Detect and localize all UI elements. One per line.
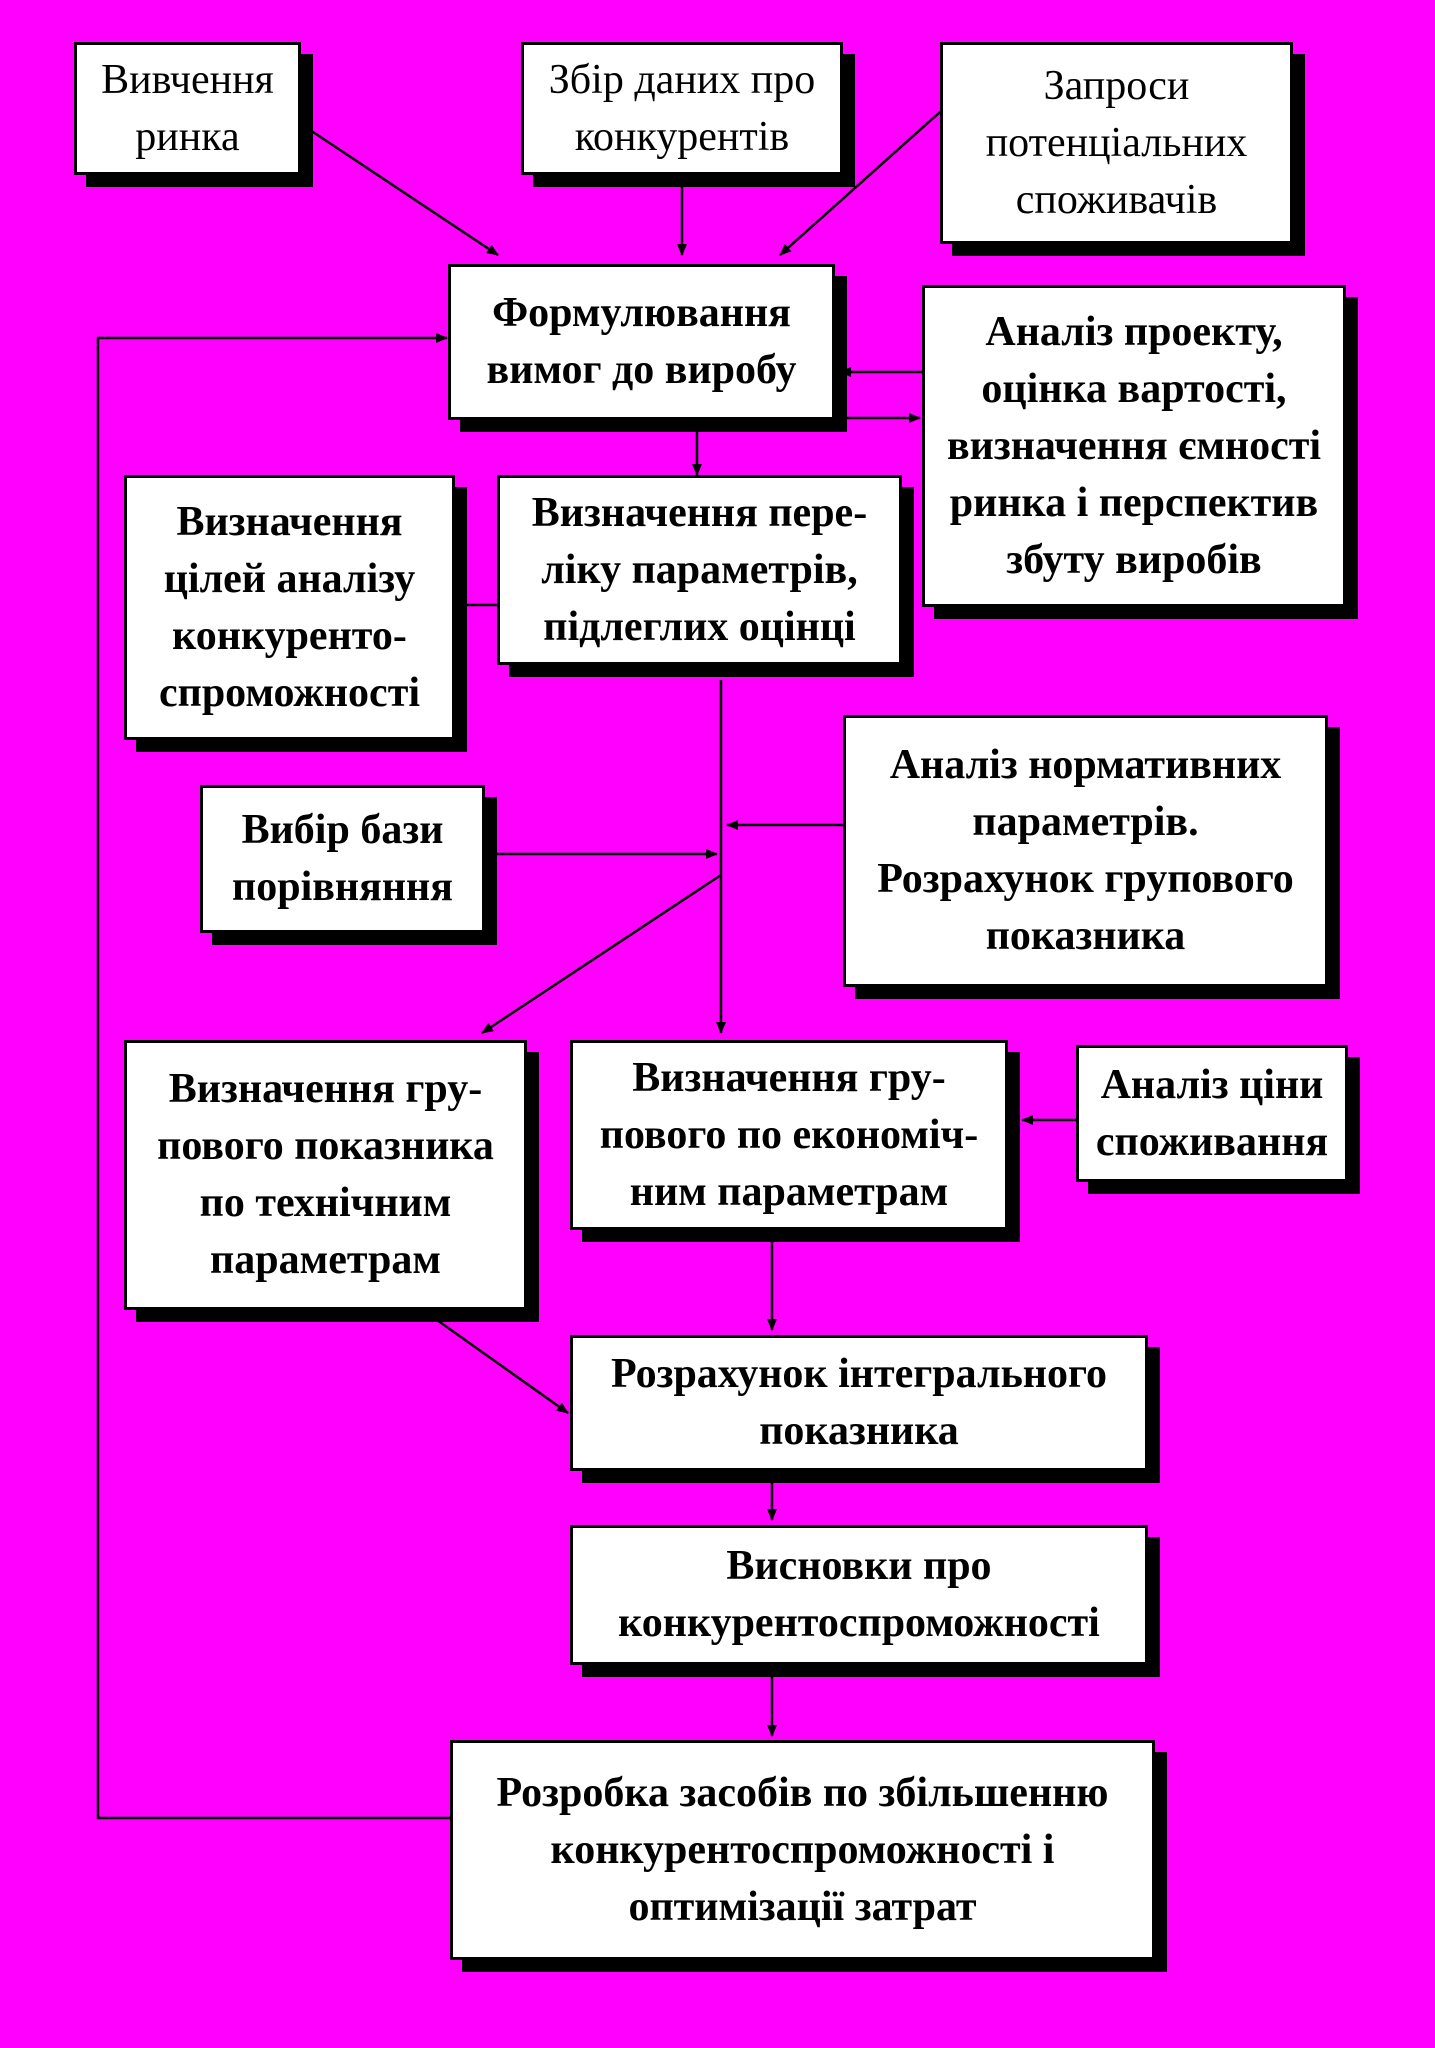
box-consumer-requests-text: Запроси потенціальних споживачів: [985, 62, 1248, 223]
box-comparison-base: Вибір бази порівняння: [200, 785, 485, 933]
box-price-analysis-text: Аналіз ціни споживання: [1095, 1061, 1329, 1165]
arrow-consumers-to-requirements: [779, 111, 941, 256]
box-analysis-goals: Визначення цілей аналізу конкуренто- спр…: [124, 475, 455, 740]
box-normative-analysis: Аналіз нормативних параметрів. Розрахуно…: [843, 715, 1328, 987]
box-conclusions: Висновки про конкурентоспроможності: [570, 1525, 1148, 1665]
box-economic-group-index-text: Визначення гру- пового по економіч- ним …: [599, 1054, 979, 1215]
box-economic-group-index: Визначення гру- пового по економіч- ним …: [570, 1040, 1008, 1230]
box-market-study-text: Вивчення ринка: [101, 56, 274, 160]
box-technical-group-index-text: Визначення гру- пового показника по техн…: [157, 1066, 494, 1283]
arrow-main-to-technical: [481, 873, 722, 1035]
box-integral-index: Розрахунок інтегрального показника: [570, 1335, 1148, 1471]
box-consumer-requests: Запроси потенціальних споживачів: [940, 42, 1293, 244]
box-analysis-goals-text: Визначення цілей аналізу конкуренто- спр…: [158, 498, 420, 716]
arrow-technical-to-integral: [436, 1318, 569, 1415]
box-development: Розробка засобів по збільшенню конкурент…: [450, 1740, 1155, 1960]
box-integral-index-text: Розрахунок інтегрального показника: [610, 1351, 1108, 1454]
box-competitor-data-text: Збір даних про конкурентів: [548, 56, 816, 160]
box-requirements: Формулювання вимог до виробу: [448, 264, 835, 420]
box-competitor-data: Збір даних про конкурентів: [521, 42, 843, 175]
box-comparison-base-text: Вибір бази порівняння: [232, 807, 453, 910]
box-normative-analysis-text: Аналіз нормативних параметрів. Розрахуно…: [877, 742, 1294, 959]
box-parameters-list: Визначення пере- ліку параметрів, підлег…: [497, 475, 902, 665]
box-conclusions-text: Висновки про конкурентоспроможності: [618, 1543, 1100, 1646]
box-project-analysis-text: Аналіз проекту, оцінка вартості, визначе…: [946, 308, 1322, 583]
box-project-analysis: Аналіз проекту, оцінка вартості, визначе…: [922, 285, 1346, 607]
box-price-analysis: Аналіз ціни споживання: [1076, 1045, 1348, 1182]
arrow-feedback-loop: [96, 333, 450, 1820]
arrow-market-to-requirements: [309, 128, 499, 257]
box-technical-group-index: Визначення гру- пового показника по техн…: [124, 1040, 527, 1310]
box-development-text: Розробка засобів по збільшенню конкурент…: [496, 1769, 1109, 1930]
box-parameters-list-text: Визначення пере- ліку параметрів, підлег…: [531, 489, 868, 650]
box-requirements-text: Формулювання вимог до виробу: [486, 290, 797, 393]
box-market-study: Вивчення ринка: [74, 42, 301, 175]
